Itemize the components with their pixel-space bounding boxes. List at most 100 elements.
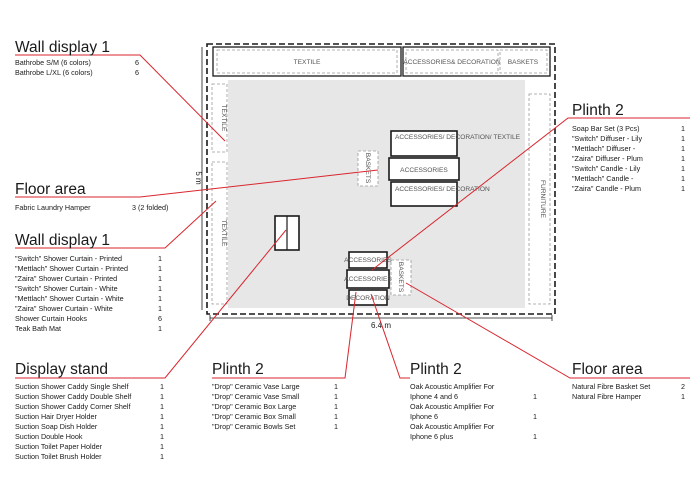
plinth-lower-1-label: ACCESSORIES — [344, 257, 392, 264]
callout-line-plinth-right — [371, 117, 690, 271]
zone-label-top-accessories: ACCESSORIES& DECORATION — [403, 59, 501, 66]
section-floor-area-bottom: Floor area Natural Fibre Basket Set 2 Na… — [572, 361, 685, 401]
item-qty: 1 — [681, 154, 685, 163]
item-name: "Zaira" Shower Curtain - White — [15, 304, 113, 313]
item-qty: 1 — [533, 432, 537, 441]
plinth-lower-3 — [348, 289, 388, 306]
item-qty: 1 — [334, 392, 338, 401]
section-title: Plinth 2 — [212, 361, 264, 378]
height-dimension-label: 5 m — [194, 171, 203, 185]
item-qty: 1 — [158, 284, 162, 293]
item-name: Oak Acoustic Amplifier For — [410, 422, 495, 431]
item-name: Bathrobe L/XL (6 colors) — [15, 68, 93, 77]
item-qty: 6 — [135, 58, 139, 67]
item-name: Bathrobe S/M (6 colors) — [15, 58, 91, 67]
right-furniture-zone — [528, 93, 551, 305]
item-qty: 1 — [160, 442, 164, 451]
plinth-upper-1 — [390, 130, 458, 157]
item-name: Shower Curtain Hooks — [15, 314, 87, 323]
item-qty: 1 — [681, 124, 685, 133]
item-name: Teak Bath Mat — [15, 324, 61, 333]
callout-line-floor-area-bottom — [405, 282, 690, 379]
item-qty: 2 — [681, 382, 685, 391]
item-qty: 1 — [160, 382, 164, 391]
item-qty: 1 — [160, 402, 164, 411]
top-baskets-zone — [499, 49, 548, 74]
plinth-upper-3-label: ACCESSORIES/ DECORATION — [395, 186, 490, 193]
item-qty: 1 — [334, 402, 338, 411]
item-qty: 1 — [681, 174, 685, 183]
plinth-upper-2 — [388, 157, 460, 181]
zone-label-top-textile: TEXTILE — [294, 59, 321, 66]
item-qty: 1 — [533, 412, 537, 421]
section-title: Wall display 1 — [15, 232, 110, 249]
item-name: "Drop" Ceramic Vase Large — [212, 382, 300, 391]
plinth-upper-3 — [390, 181, 458, 207]
item-name: "Mettlach" Shower Curtain - White — [15, 294, 124, 303]
top-textile-zone — [216, 49, 398, 74]
zone-label-left-textile-lower: TEXTILE — [220, 220, 227, 247]
section-title: Floor area — [572, 361, 643, 378]
item-name: Suction Hair Dryer Holder — [15, 412, 97, 421]
item-qty: 1 — [160, 422, 164, 431]
item-name: Oak Acoustic Amplifier For — [410, 382, 495, 391]
plinth-lower-3-label: DECORATION — [346, 295, 390, 302]
width-dimension-label: 6.4 m — [371, 321, 391, 330]
item-name: "Switch" Shower Curtain - White — [15, 284, 118, 293]
zone-label-floor-baskets-lower: BASKETS — [397, 262, 404, 293]
item-name: "Zaira" Diffuser - Plum — [572, 154, 643, 163]
item-name: Soap Bar Set (3 Pcs) — [572, 124, 640, 133]
item-qty: 1 — [533, 392, 537, 401]
item-name: Suction Double Hook — [15, 432, 83, 441]
zone-label-left-textile-upper: TEXTILE — [220, 105, 227, 132]
section-plinth-bottom-2: Plinth 2 Oak Acoustic Amplifier For Ipho… — [410, 361, 537, 441]
item-qty: 1 — [160, 452, 164, 461]
item-name: Suction Toilet Paper Holder — [15, 442, 103, 451]
item-name: "Mettlach" Shower Curtain - Printed — [15, 264, 128, 273]
item-name: "Drop" Ceramic Box Large — [212, 402, 296, 411]
item-name: Suction Shower Caddy Single Shelf — [15, 382, 128, 391]
top-accessories-zone — [405, 49, 499, 74]
item-name: "Drop" Ceramic Vase Small — [212, 392, 300, 401]
callout-line-floor-area-left — [15, 169, 379, 198]
section-title: Plinth 2 — [572, 102, 624, 119]
left-textile-zone-lower — [211, 161, 228, 305]
item-qty: 1 — [158, 304, 162, 313]
item-name: "Switch" Candle - Lily — [572, 164, 641, 173]
callout-line-wall-display-top — [15, 54, 226, 142]
section-floor-area-left: Floor area Fabric Laundry Hamper 3 (2 fo… — [15, 181, 168, 212]
plinth-upper-1-label: ACCESSORIES/ DECORATION/ TEXTILE — [395, 134, 521, 141]
item-qty: 1 — [158, 274, 162, 283]
item-qty: 3 (2 folded) — [132, 203, 168, 212]
item-qty: 1 — [158, 294, 162, 303]
item-name: Natural Fibre Hamper — [572, 392, 642, 401]
item-qty: 1 — [160, 392, 164, 401]
item-name: Suction Shower Caddy Double Shelf — [15, 392, 131, 401]
item-name: "Mettlach" Diffuser - — [572, 144, 636, 153]
item-qty: 1 — [334, 382, 338, 391]
item-name: Suction Soap Dish Holder — [15, 422, 98, 431]
zone-label-floor-baskets-upper: BASKETS — [364, 153, 371, 184]
item-qty: 1 — [681, 392, 685, 401]
item-qty: 1 — [681, 144, 685, 153]
item-name: Iphone 4 and 6 — [410, 392, 458, 401]
callout-line-wall-display-left — [15, 200, 217, 249]
floor-baskets-upper — [357, 150, 379, 187]
callout-line-plinth-bottom-1 — [212, 291, 357, 379]
section-title: Display stand — [15, 361, 108, 378]
item-name: "Zaira" Shower Curtain - Printed — [15, 274, 117, 283]
section-wall-display-top: Wall display 1 Bathrobe S/M (6 colors) 6… — [15, 39, 139, 77]
left-textile-zone-upper — [211, 83, 228, 153]
section-wall-display-left: Wall display 1 "Switch" Shower Curtain -… — [15, 232, 162, 333]
section-title: Plinth 2 — [410, 361, 462, 378]
callout-line-display-stand — [15, 229, 287, 379]
item-name: Iphone 6 plus — [410, 432, 454, 441]
floor-baskets-lower — [390, 259, 412, 296]
item-qty: 1 — [158, 324, 162, 333]
item-qty: 1 — [334, 422, 338, 431]
item-name: Suction Shower Caddy Corner Shelf — [15, 402, 130, 411]
item-qty: 6 — [135, 68, 139, 77]
plinth-upper-2-label: ACCESSORIES — [400, 167, 448, 174]
item-qty: 1 — [160, 412, 164, 421]
